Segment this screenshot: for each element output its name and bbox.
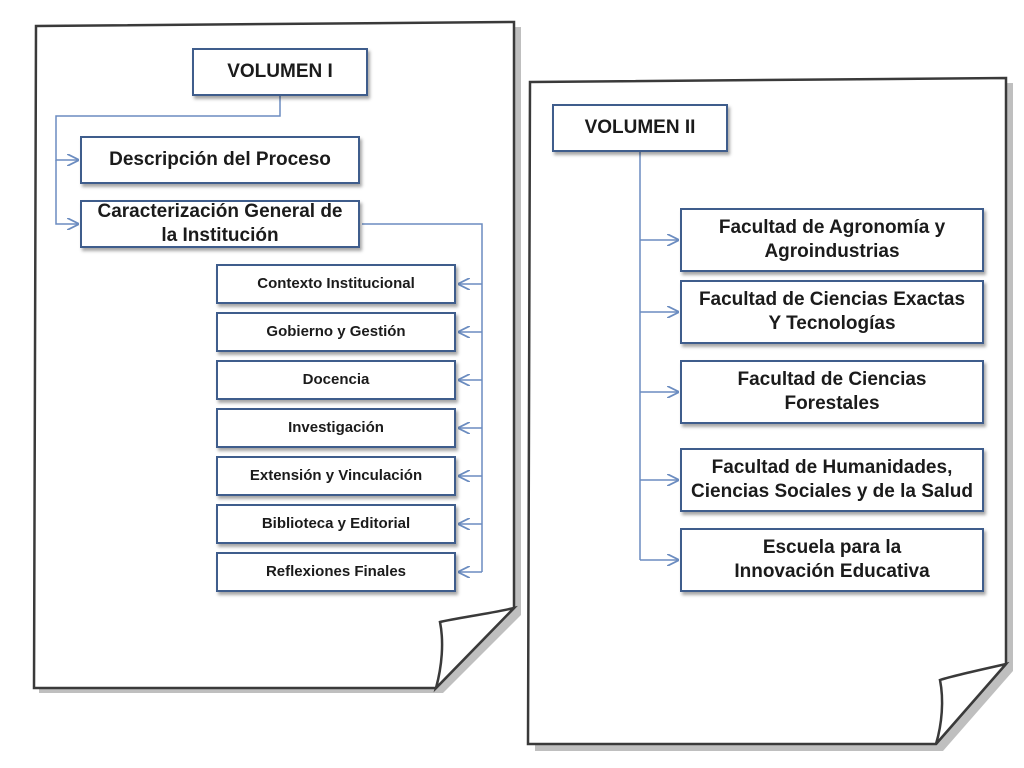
volume2-item-agronomia: Facultad de Agronomía y Agroindustrias xyxy=(680,208,984,272)
volume1-connectors xyxy=(55,96,483,572)
document-page-1 xyxy=(32,20,521,693)
volume1-title: VOLUMEN I xyxy=(192,48,368,96)
volume1-subitem-biblioteca: Biblioteca y Editorial xyxy=(216,504,456,544)
volume1-subitem-reflexiones: Reflexiones Finales xyxy=(216,552,456,592)
volume1-subitem-gobierno: Gobierno y Gestión xyxy=(216,312,456,352)
volume1-item-caracterizacion: Caracterización General de la Institució… xyxy=(80,200,360,248)
volume2-connectors xyxy=(639,152,678,560)
volume2-item-forestales: Facultad de Ciencias Forestales xyxy=(680,360,984,424)
volume1-subitem-extension: Extensión y Vinculación xyxy=(216,456,456,496)
volume1-subitem-investigacion: Investigación xyxy=(216,408,456,448)
volume2-item-humanidades: Facultad de Humanidades, Ciencias Social… xyxy=(680,448,984,512)
volume1-subitem-docencia: Docencia xyxy=(216,360,456,400)
volume1-subitem-contexto: Contexto Institucional xyxy=(216,264,456,304)
volume2-item-escuela: Escuela para la Innovación Educativa xyxy=(680,528,984,592)
volume2-title: VOLUMEN II xyxy=(552,104,728,152)
volume2-item-exactas: Facultad de Ciencias Exactas Y Tecnologí… xyxy=(680,280,984,344)
volume1-item-descripcion: Descripción del Proceso xyxy=(80,136,360,184)
